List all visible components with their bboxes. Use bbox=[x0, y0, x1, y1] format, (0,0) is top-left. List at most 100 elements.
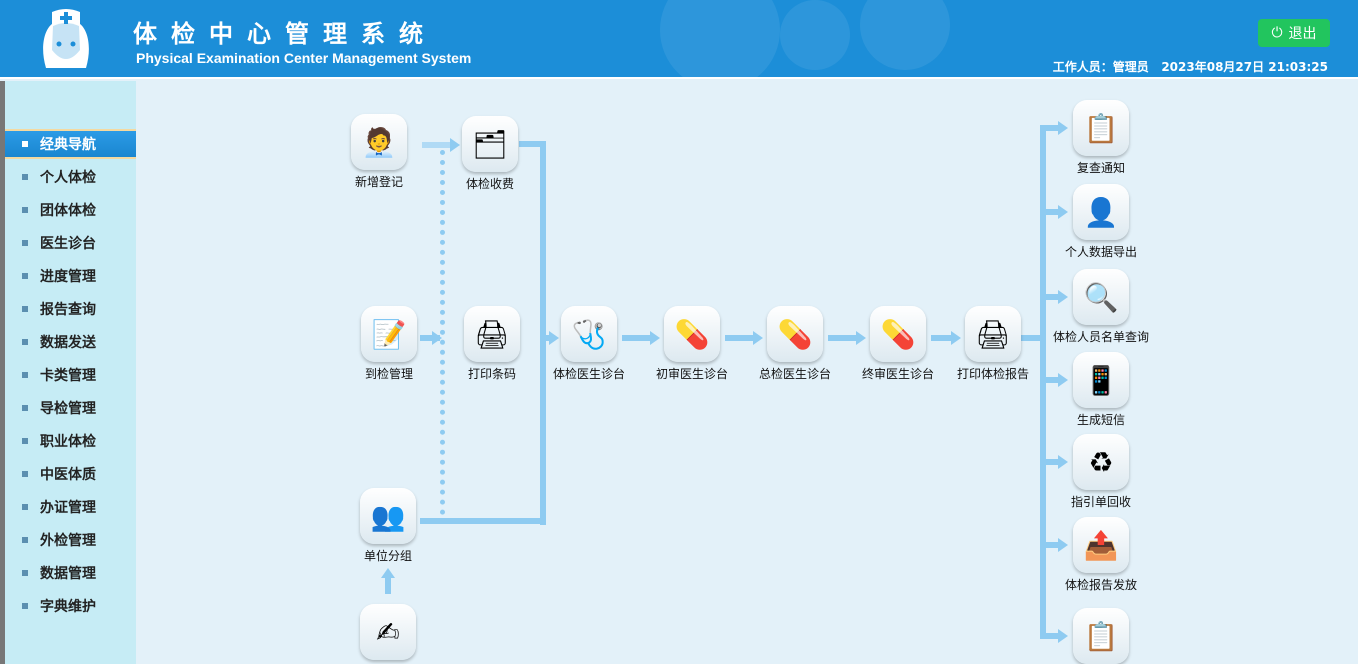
sidebar-item[interactable]: 字典维护 bbox=[5, 591, 136, 621]
flow-node-first-review[interactable]: 💊 初审医生诊台 bbox=[637, 306, 747, 382]
node-label: 体检医生诊台 bbox=[552, 367, 625, 381]
sidebar-item-label: 医生诊台 bbox=[40, 236, 96, 252]
flow-node-sms[interactable]: 📱 生成短信 bbox=[1046, 352, 1156, 428]
sidebar-item[interactable]: 办证管理 bbox=[5, 492, 136, 522]
flow-node[interactable]: 📋 bbox=[1046, 608, 1156, 664]
sidebar-item-label: 中医体质 bbox=[40, 467, 96, 483]
sidebar-item-label: 办证管理 bbox=[40, 500, 96, 516]
node-label: 生成短信 bbox=[1076, 413, 1125, 427]
sidebar-item[interactable]: 医生诊台 bbox=[5, 228, 136, 258]
logout-button[interactable]: ⏻ 退出 bbox=[1258, 19, 1330, 47]
sidebar-item-label: 字典维护 bbox=[40, 599, 96, 615]
sidebar: 经典导航个人体检团体体检医生诊台进度管理报告查询数据发送卡类管理导检管理职业体检… bbox=[0, 81, 136, 664]
export-icon[interactable]: 👤 bbox=[1073, 184, 1129, 240]
barcode-icon[interactable]: 🖨 bbox=[464, 306, 520, 362]
nurse-logo-icon bbox=[43, 9, 89, 68]
flow-node-fee[interactable]: 🗂 体检收费 bbox=[435, 116, 545, 192]
first_review-icon[interactable]: 💊 bbox=[664, 306, 720, 362]
sidebar-item-label: 进度管理 bbox=[40, 269, 96, 285]
bullet-icon bbox=[22, 207, 28, 213]
node-label: 单位分组 bbox=[363, 549, 412, 563]
sidebar-item[interactable]: 卡类管理 bbox=[5, 360, 136, 390]
sidebar-item-label: 卡类管理 bbox=[40, 368, 96, 384]
query-icon[interactable]: 🔍 bbox=[1073, 269, 1129, 325]
sidebar-item-label: 经典导航 bbox=[40, 137, 96, 153]
app-subtitle: Physical Examination Center Management S… bbox=[136, 50, 472, 66]
group-icon[interactable]: 👥 bbox=[360, 488, 416, 544]
doctor-icon[interactable]: 🩺 bbox=[561, 306, 617, 362]
node-label: 指引单回收 bbox=[1070, 495, 1131, 509]
recheck-icon[interactable]: 📋 bbox=[1073, 100, 1129, 156]
flow-node-distribute[interactable]: 📤 体检报告发放 bbox=[1046, 517, 1156, 593]
node-label: 初审医生诊台 bbox=[655, 367, 728, 381]
flow-node-group[interactable]: 👥 单位分组 bbox=[333, 488, 443, 564]
flow-node-checkin[interactable]: 📝到检管理 bbox=[334, 306, 444, 382]
sidebar-item-label: 数据发送 bbox=[40, 335, 96, 351]
sidebar-item-label: 数据管理 bbox=[40, 566, 96, 582]
sidebar-item[interactable]: 团体体检 bbox=[5, 195, 136, 225]
flow-node[interactable]: ✍ bbox=[333, 604, 443, 660]
bullet-icon bbox=[22, 339, 28, 345]
node-label: 个人数据导出 bbox=[1064, 245, 1137, 259]
bullet-icon bbox=[22, 603, 28, 609]
recycle-icon[interactable]: ♻ bbox=[1073, 434, 1129, 490]
flow-node-recheck[interactable]: 📋 复查通知 bbox=[1046, 100, 1156, 176]
app-title: 体检中心管理系统 bbox=[133, 20, 437, 48]
power-icon: ⏻ bbox=[1271, 25, 1283, 41]
sidebar-item-label: 报告查询 bbox=[40, 302, 96, 318]
sidebar-item[interactable]: 个人体检 bbox=[5, 162, 136, 192]
bullet-icon bbox=[22, 141, 28, 147]
fee-icon[interactable]: 🗂 bbox=[462, 116, 518, 172]
flow-node-final-review[interactable]: 💊 终审医生诊台 bbox=[843, 306, 953, 382]
register-icon[interactable]: 🧑‍💼 bbox=[351, 114, 407, 170]
checkin-icon[interactable]: 📝 bbox=[361, 306, 417, 362]
user-info: 工作人员：管理员 2023年08月27日 21:03:25 bbox=[1052, 60, 1328, 74]
distribute-icon[interactable]: 📤 bbox=[1073, 517, 1129, 573]
flow-node-register[interactable]: 🧑‍💼 新增登记 bbox=[324, 114, 434, 190]
header: 体检中心管理系统 Physical Examination Center Man… bbox=[0, 0, 1358, 79]
bullet-icon bbox=[22, 471, 28, 477]
bullet-icon bbox=[22, 537, 28, 543]
sms-icon[interactable]: 📱 bbox=[1073, 352, 1129, 408]
bullet-icon bbox=[22, 306, 28, 312]
sidebar-item-label: 外检管理 bbox=[40, 533, 96, 549]
final_review-icon[interactable]: 💊 bbox=[870, 306, 926, 362]
sidebar-item[interactable]: 职业体检 bbox=[5, 426, 136, 456]
flow-node-general-review[interactable]: 💊 总检医生诊台 bbox=[740, 306, 850, 382]
bullet-icon bbox=[22, 240, 28, 246]
node-label: 新增登记 bbox=[354, 175, 403, 189]
node-label: 总检医生诊台 bbox=[758, 367, 831, 381]
node-icon[interactable]: ✍ bbox=[360, 604, 416, 660]
sidebar-item[interactable]: 经典导航 bbox=[5, 129, 136, 159]
logout-label: 退出 bbox=[1288, 26, 1317, 42]
sidebar-item-label: 团体体检 bbox=[40, 203, 96, 219]
node-label: 打印体检报告 bbox=[956, 367, 1029, 381]
node-label: 体检人员名单查询 bbox=[1052, 330, 1149, 344]
node-icon[interactable]: 📋 bbox=[1073, 608, 1129, 664]
bullet-icon bbox=[22, 405, 28, 411]
general_review-icon[interactable]: 💊 bbox=[767, 306, 823, 362]
flow-node-recycle[interactable]: ♻ 指引单回收 bbox=[1046, 434, 1156, 510]
node-label: 打印条码 bbox=[467, 367, 516, 381]
node-label: 复查通知 bbox=[1076, 161, 1125, 175]
node-label: 终审医生诊台 bbox=[861, 367, 934, 381]
sidebar-item[interactable]: 外检管理 bbox=[5, 525, 136, 555]
flow-node-query[interactable]: 🔍 体检人员名单查询 bbox=[1046, 269, 1156, 345]
sidebar-item[interactable]: 数据管理 bbox=[5, 558, 136, 588]
flow-node-doctor[interactable]: 🩺 体检医生诊台 bbox=[534, 306, 644, 382]
print_report-icon[interactable]: 🖨 bbox=[965, 306, 1021, 362]
sidebar-item[interactable]: 中医体质 bbox=[5, 459, 136, 489]
sidebar-item[interactable]: 进度管理 bbox=[5, 261, 136, 291]
bullet-icon bbox=[22, 372, 28, 378]
flow-node-print-report[interactable]: 🖨 打印体检报告 bbox=[938, 306, 1048, 382]
node-label: 体检报告发放 bbox=[1064, 578, 1137, 592]
node-label: 体检收费 bbox=[465, 177, 514, 191]
bullet-icon bbox=[22, 570, 28, 576]
sidebar-item[interactable]: 导检管理 bbox=[5, 393, 136, 423]
flow-node-barcode[interactable]: 🖨 打印条码 bbox=[437, 306, 547, 382]
sidebar-item-label: 个人体检 bbox=[40, 170, 96, 186]
sidebar-item[interactable]: 数据发送 bbox=[5, 327, 136, 357]
flow-node-export[interactable]: 👤 个人数据导出 bbox=[1046, 184, 1156, 260]
sidebar-item[interactable]: 报告查询 bbox=[5, 294, 136, 324]
bullet-icon bbox=[22, 504, 28, 510]
